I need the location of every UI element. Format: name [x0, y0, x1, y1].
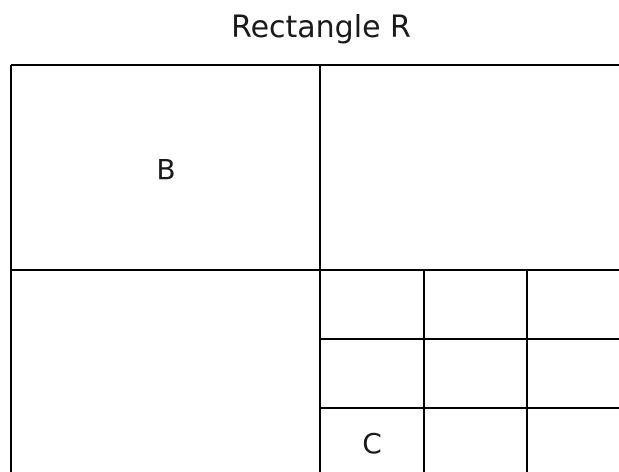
region-label-b: B	[156, 153, 175, 186]
diagram-title: Rectangle R	[231, 10, 411, 45]
region-label-c: C	[362, 427, 382, 460]
